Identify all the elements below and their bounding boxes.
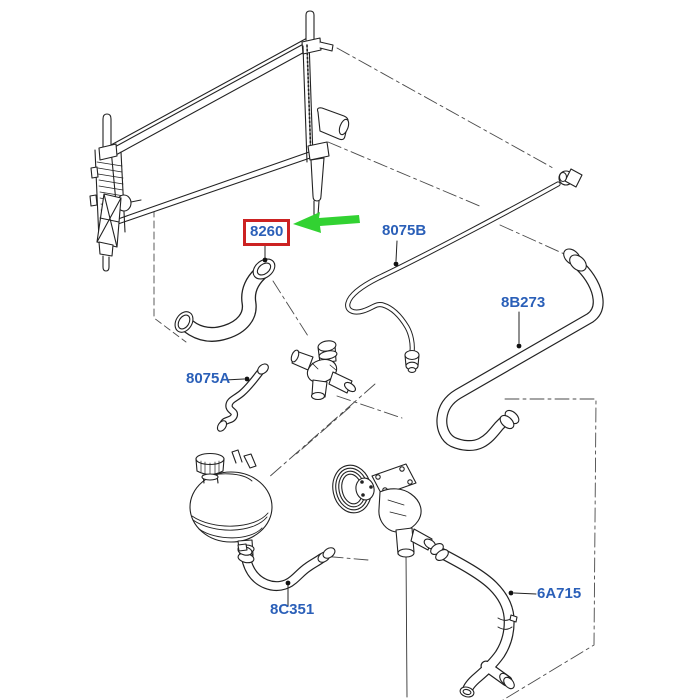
radiator-drawing bbox=[90, 11, 350, 271]
attachment-dashed-line bbox=[133, 198, 186, 342]
construction-line-vertical bbox=[406, 553, 407, 697]
part-label-6A715[interactable]: 6A715 bbox=[537, 585, 582, 602]
highlight-left-arrow-icon bbox=[293, 212, 360, 233]
pipe-8075B-drawing bbox=[348, 169, 582, 372]
hose-6A715-drawing bbox=[429, 541, 517, 698]
part-label-8260[interactable]: 8260 bbox=[250, 223, 284, 240]
part-label-8C351[interactable]: 8C351 bbox=[270, 601, 315, 618]
hose-8075A-drawing bbox=[216, 362, 271, 433]
part-label-8075B[interactable]: 8075B bbox=[382, 222, 427, 239]
part-label-8075A[interactable]: 8075A bbox=[186, 370, 231, 387]
hose-8B273-drawing bbox=[442, 246, 598, 446]
leader-lines bbox=[225, 241, 536, 606]
part-label-8B273[interactable]: 8B273 bbox=[501, 294, 546, 311]
part-label-8260-highlight-box[interactable]: 8260 bbox=[243, 219, 291, 246]
hose-8260-drawing bbox=[171, 255, 278, 336]
expansion-tank-drawing bbox=[190, 450, 272, 560]
construction-lines bbox=[268, 48, 596, 700]
water-pump-drawing bbox=[328, 462, 437, 557]
valve-assembly-drawing bbox=[290, 340, 357, 400]
hose-8C351-drawing bbox=[237, 544, 337, 586]
